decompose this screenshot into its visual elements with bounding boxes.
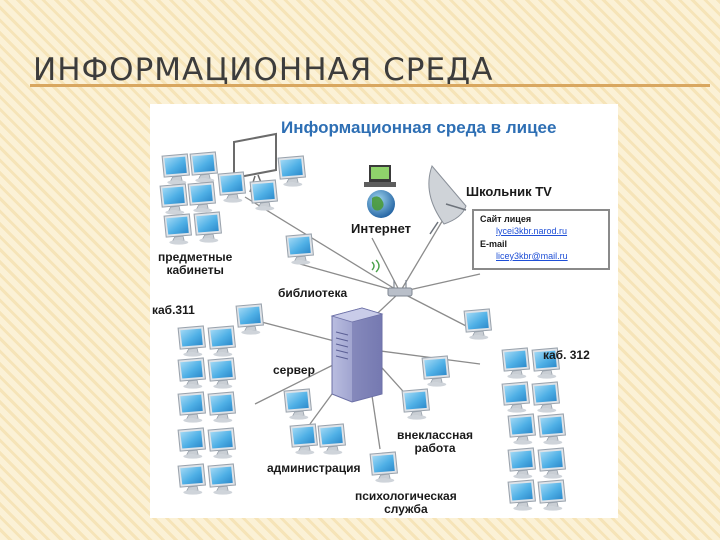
computer-monitor-icon: [538, 448, 565, 479]
slide-title: ИНФОРМАЦИОННАЯ СРЕДА: [33, 52, 493, 88]
computer-monitor-icon: [190, 152, 217, 183]
satellite-dish-icon: [429, 166, 466, 234]
computer-monitor-icon: [188, 182, 215, 213]
computer-monitor-icon: [178, 326, 205, 357]
extracurricular-label: внеклассная работа: [397, 429, 473, 455]
server-tower-icon: [332, 308, 382, 402]
computer-monitor-icon: [422, 356, 449, 387]
title-underline: [30, 84, 710, 87]
network-link: [400, 292, 470, 328]
computer-monitor-icon: [178, 464, 205, 495]
computer-monitor-icon: [208, 428, 235, 459]
email-label: E-mail: [480, 239, 507, 249]
computer-monitor-icon: [250, 180, 277, 211]
computer-monitor-icon: [464, 309, 491, 340]
computer-monitor-icon: [532, 382, 559, 413]
computer-monitor-icon: [318, 424, 345, 455]
school-tv-label: Школьник TV: [466, 185, 552, 198]
room-312-label: каб. 312: [543, 349, 590, 362]
computer-monitor-icon: [502, 382, 529, 413]
globe-computer-icon: [364, 165, 396, 218]
computer-monitor-icon: [208, 358, 235, 389]
psych-service-label: психологическая служба: [355, 490, 457, 516]
computer-monitor-icon: [370, 452, 397, 483]
email-link[interactable]: licey3kbr@mail.ru: [496, 251, 568, 261]
computer-monitor-icon: [508, 448, 535, 479]
internet-label: Интернет: [351, 222, 411, 235]
computer-monitor-icon: [284, 389, 311, 420]
computer-monitor-icon: [502, 348, 529, 379]
server-label: сервер: [273, 364, 315, 377]
computer-monitor-icon: [162, 154, 189, 185]
administration-label: администрация: [267, 462, 360, 475]
computer-monitor-icon: [208, 326, 235, 357]
computer-monitor-icon: [178, 392, 205, 423]
computer-monitor-icon: [236, 304, 263, 335]
contact-info-box: Сайт лицея lycei3kbr.narod.ru E-mail lic…: [472, 209, 610, 270]
computer-monitor-icon: [508, 414, 535, 445]
computer-monitor-icon: [164, 214, 191, 245]
computer-monitor-icon: [538, 480, 565, 511]
computer-monitor-icon: [218, 172, 245, 203]
room-311-label: каб.311: [152, 304, 195, 317]
diagram-title: Информационная среда в лицее: [281, 118, 556, 138]
computer-monitor-icon: [178, 428, 205, 459]
computer-monitor-icon: [286, 234, 313, 265]
computer-monitor-icon: [508, 480, 535, 511]
subject-rooms-label: предметные кабинеты: [158, 251, 232, 277]
site-link[interactable]: lycei3kbr.narod.ru: [496, 226, 567, 236]
site-label: Сайт лицея: [480, 214, 531, 224]
computer-monitor-icon: [278, 156, 305, 187]
computer-monitor-icon: [160, 184, 187, 215]
network-diagram: Информационная среда в лицее Интернет Шк…: [150, 104, 618, 518]
computer-monitor-icon: [402, 389, 429, 420]
computer-monitor-icon: [208, 464, 235, 495]
library-label: библиотека: [278, 287, 347, 300]
computer-monitor-icon: [538, 414, 565, 445]
computer-monitor-icon: [194, 212, 221, 243]
diagram-canvas: [150, 104, 618, 518]
computer-monitor-icon: [290, 424, 317, 455]
computer-monitor-icon: [208, 392, 235, 423]
computer-monitor-icon: [178, 358, 205, 389]
